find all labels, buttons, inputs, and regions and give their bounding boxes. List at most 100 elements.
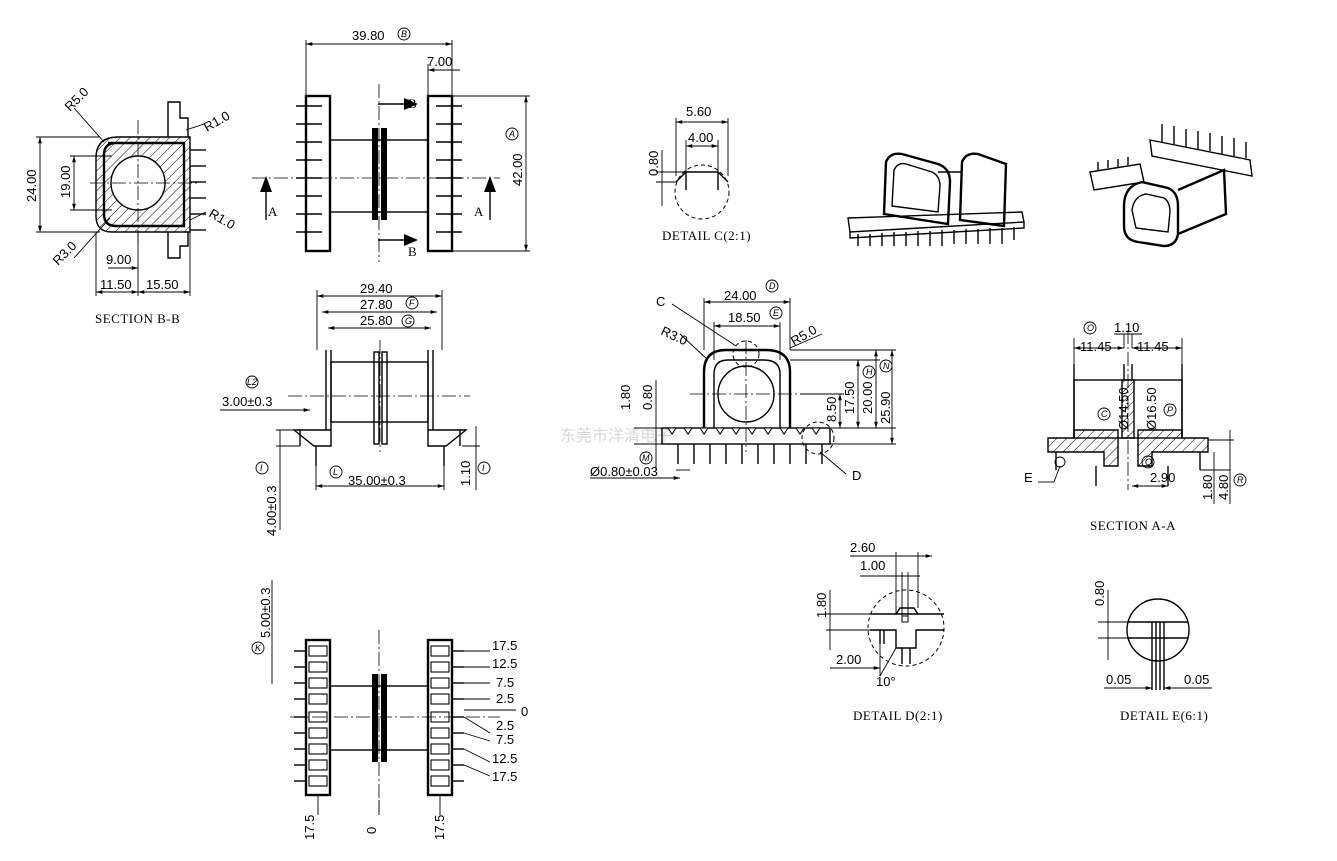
bottom-label-center: 0 [364, 827, 379, 834]
dim-5-60: 5.60 [686, 104, 711, 119]
dim-r5: R5.0 [62, 84, 92, 114]
dim-35-00: 35.00±0.3 [348, 473, 406, 488]
dim-pin-dia: Ø0.80±0.03 [590, 464, 658, 479]
dim-11-45-right: 11.45 [1137, 339, 1169, 354]
label-c: C [656, 294, 665, 309]
tag-d: D [769, 281, 776, 291]
dim-4-00: 4.00±0.3 [264, 485, 279, 536]
dim-20-00: 20.00 [860, 381, 875, 414]
tag-e: E [773, 308, 780, 318]
dim-r1-bot: R1.0 [207, 206, 238, 233]
tag-l2: L2 [247, 377, 257, 387]
dim-0-05-left: 0.05 [1106, 672, 1131, 687]
tag-h: H [866, 367, 873, 377]
dim-7: 7.00 [427, 54, 452, 69]
detail-c: 5.60 4.00 0.80 DETAIL C(2:1) [646, 104, 751, 243]
front-view: 29.40 27.80 F 25.80 G L2 3.00±0.3 I L 35… [220, 281, 491, 536]
detail-d: 2.60 1.00 1.80 2.00 10° DETAIL D(2:1) [814, 540, 945, 723]
tag-a: A [508, 129, 515, 139]
bottom-view: 5.00±0.3 K 17.5 12.5 7.5 2.5 0 2.5 7.5 1… [251, 580, 528, 840]
dim-1-10: 1.10 [458, 461, 473, 486]
isometric-view-back [1089, 124, 1253, 248]
dim-17-50: 17.50 [842, 381, 857, 414]
dim-0-80-e: 0.80 [1092, 581, 1107, 606]
dim-r5-0: R5.0 [788, 322, 819, 349]
dim-18-50: 18.50 [728, 310, 761, 325]
section-aa-view: O 1.10 11.45 11.45 C Ø14.50 Ø16.50 P Q 2… [1024, 320, 1247, 533]
dim-15-5: 15.50 [146, 277, 179, 292]
tag-o: O [1087, 323, 1094, 333]
dim-42: 42.00 [510, 153, 525, 186]
dim-27-8: 27.80 [360, 297, 393, 312]
dim-4-80: 4.80 [1216, 475, 1231, 500]
dim-2-90: 2.90 [1150, 470, 1175, 485]
tag-q: Q [1145, 457, 1152, 467]
dim-0-80: 0.80 [640, 385, 655, 410]
dim-5-00: 5.00±0.3 [258, 587, 273, 638]
tag-c-aa: C [1101, 409, 1108, 419]
dim-dia-14-50: Ø14.50 [1116, 387, 1131, 430]
bottom-label-left: 17.5 [302, 815, 317, 840]
caption-detail-c: DETAIL C(2:1) [662, 228, 751, 243]
dim-11-45-left: 11.45 [1080, 339, 1112, 354]
dim-4-00-c: 4.00 [688, 130, 713, 145]
bottom-label-right: 17.5 [432, 815, 447, 840]
tag-i-left: I [260, 463, 263, 473]
pin-pos-3: 7.5 [496, 675, 514, 690]
dim-dia-16-50: Ø16.50 [1144, 387, 1159, 430]
dim-8-50: 8.50 [824, 397, 839, 422]
pin-pos-2: 12.5 [492, 656, 517, 671]
side-view: C 24.00 D 18.50 E R3.0 R5.0 1.80 0.80 17… [590, 279, 896, 483]
pin-pos-4: 2.5 [496, 691, 514, 706]
dim-9: 9.00 [106, 252, 131, 267]
tag-b: B [401, 29, 407, 39]
caption-detail-e: DETAIL E(6:1) [1120, 708, 1208, 723]
tag-i-right: I [482, 463, 485, 473]
caption-section-aa: SECTION A-A [1090, 518, 1176, 533]
section-letter-a-left: A [268, 204, 278, 219]
dim-1-10-aa: 1.10 [1114, 320, 1139, 335]
tag-l: L [333, 467, 338, 477]
pin-pos-8: 12.5 [492, 751, 517, 766]
dim-2-00: 2.00 [836, 652, 861, 667]
dim-1-00: 1.00 [860, 558, 885, 573]
tag-p: P [1167, 405, 1173, 415]
dim-0-05-right: 0.05 [1184, 672, 1209, 687]
tag-m: M [642, 453, 650, 463]
section-letter-a-right: A [474, 204, 484, 219]
dim-1-80-d: 1.80 [814, 593, 829, 618]
tag-r: R [1237, 475, 1244, 485]
pin-pos-6: 2.5 [496, 718, 514, 733]
dim-11-5: 11.50 [100, 277, 132, 292]
dim-r3: R3.0 [50, 238, 80, 268]
isometric-view-front [847, 152, 1025, 246]
dim-2-60: 2.60 [850, 540, 875, 555]
dim-25-8: 25.80 [360, 313, 393, 328]
dim-1-80-aa: 1.80 [1200, 475, 1215, 500]
tag-k: K [255, 643, 262, 653]
tag-f: F [409, 298, 415, 308]
top-view: B B A A 39.80 B 7.00 42.00 A [252, 27, 530, 262]
section-letter-b-top: B [408, 96, 417, 111]
dim-1-80: 1.80 [618, 385, 633, 410]
label-d: D [852, 468, 861, 483]
watermark: 东莞市洋清电子 [560, 426, 672, 445]
dim-24: 24.00 [24, 169, 39, 202]
dim-r3-0: R3.0 [659, 323, 690, 348]
label-e: E [1024, 470, 1033, 485]
dim-25-90: 25.90 [878, 391, 893, 424]
dim-10-deg: 10° [876, 674, 896, 689]
pin-pos-1: 17.5 [492, 638, 517, 653]
tag-n: N [883, 361, 890, 371]
tag-g: G [405, 316, 412, 326]
dim-3-00: 3.00±0.3 [222, 394, 273, 409]
dim-29-4: 29.40 [360, 281, 393, 296]
pin-pos-5: 0 [521, 704, 528, 719]
dim-39-8: 39.80 [352, 28, 385, 43]
dim-0-80-c: 0.80 [646, 151, 661, 176]
dim-r1-top: R1.0 [201, 108, 232, 135]
section-letter-b-bot: B [408, 244, 417, 259]
dim-24-00: 24.00 [724, 288, 757, 303]
caption-detail-d: DETAIL D(2:1) [853, 708, 943, 723]
